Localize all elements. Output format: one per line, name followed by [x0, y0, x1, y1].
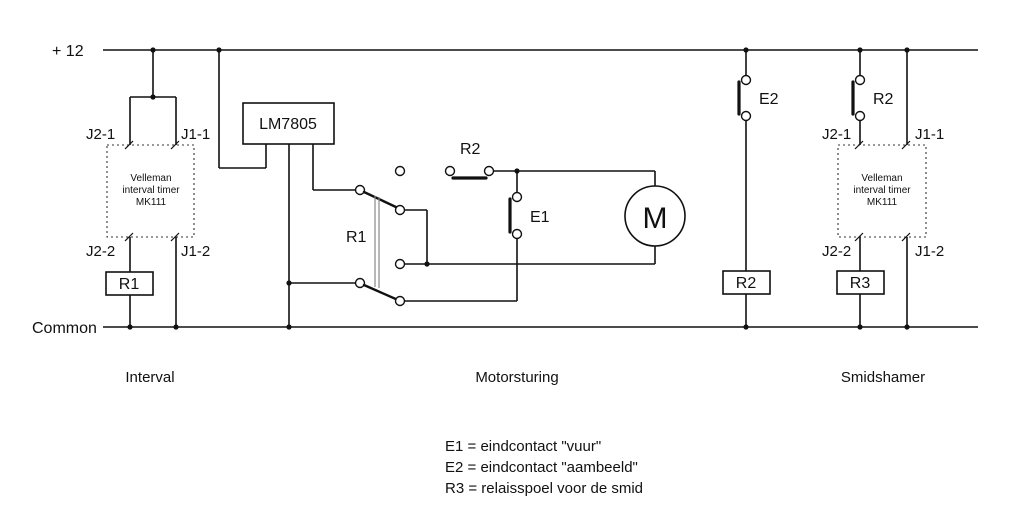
- legend-line-e1: E1 = eindcontact "vuur": [445, 438, 601, 455]
- contact-e1-label: E1: [530, 209, 550, 226]
- motor-label: M: [643, 202, 668, 235]
- timer-left-line3: MK111: [136, 197, 167, 208]
- motor-control-section: [216, 47, 686, 330]
- relay-switch-r1: [354, 165, 406, 307]
- regulator-label: LM7805: [259, 116, 317, 133]
- pin-j1-2-right: J1-2: [915, 243, 944, 260]
- relay-coil-r3-label: R3: [850, 275, 871, 292]
- contact-e2-label: E2: [759, 91, 779, 108]
- interval-section: [105, 47, 195, 330]
- smidshamer-section: [836, 47, 927, 330]
- pin-j2-2-left: J2-2: [86, 243, 115, 260]
- timer-left-line1: Velleman: [130, 173, 171, 184]
- timer-right-line1: Velleman: [861, 173, 902, 184]
- section-label-motorsturing: Motorsturing: [475, 369, 558, 386]
- supply-label: + 12: [52, 43, 84, 60]
- section-label-interval: Interval: [125, 369, 174, 386]
- relay-switch-r1-label: R1: [346, 229, 367, 246]
- timer-right-line2: interval timer: [853, 185, 911, 196]
- timer-left-line2: interval timer: [122, 185, 180, 196]
- timer-box-left: [106, 144, 195, 238]
- pin-j2-1-right: J2-1: [822, 126, 851, 143]
- pin-j1-1-left: J1-1: [181, 126, 210, 143]
- legend-line-r3: R3 = relaisspoel voor de smid: [445, 480, 643, 497]
- motor: [624, 185, 686, 247]
- pin-j1-1-right: J1-1: [915, 126, 944, 143]
- pin-j2-1-left: J2-1: [86, 126, 115, 143]
- legend-line-e2: E2 = eindcontact "aambeeld": [445, 459, 638, 476]
- contact-r2-smid-label: R2: [873, 91, 894, 108]
- common-label: Common: [32, 320, 97, 337]
- relay-coil-r1-label: R1: [119, 276, 140, 293]
- pin-j2-2-right: J2-2: [822, 243, 851, 260]
- timer-right-line3: MK111: [867, 197, 898, 208]
- relay-coil-r2-label: R2: [736, 275, 757, 292]
- contact-r2-motor-label: R2: [460, 141, 481, 158]
- e2-r2-branch: [722, 47, 771, 330]
- pin-j1-2-left: J1-2: [181, 243, 210, 260]
- section-label-smidshamer: Smidshamer: [841, 369, 925, 386]
